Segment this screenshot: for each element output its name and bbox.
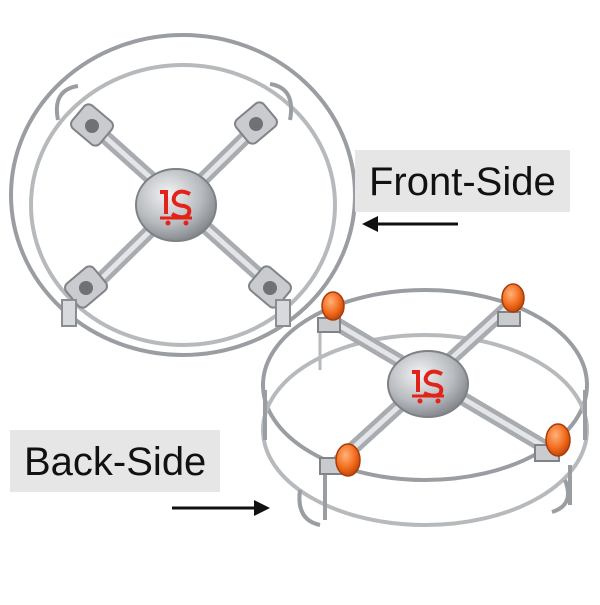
front-bracket-bl [64,265,108,309]
back-handle-left [297,489,321,527]
back-wheel-bl [319,443,361,477]
front-logo-icon [160,189,192,226]
back-wheel-br [534,423,571,462]
back-side-trolley [261,283,589,527]
back-wheel-tl [317,291,345,333]
front-foot-right [275,299,291,327]
back-logo-icon [412,369,444,404]
arrow-right-icon [172,500,270,516]
front-foot-left [61,299,77,327]
front-bracket-br [248,265,292,309]
back-handle-right [551,479,570,514]
front-bracket-tl [70,103,114,147]
front-handle-right [269,82,293,121]
front-side-trolley [9,33,357,357]
back-top-ring [261,288,589,482]
back-side-label: Back-Side [10,430,221,492]
arrow-left-icon [362,216,458,232]
front-inner-ring [29,63,337,347]
back-wheel-tr [497,283,525,327]
front-handle-left [55,84,79,121]
front-bracket-tr [234,101,278,145]
front-side-label: Front-Side [355,150,570,212]
